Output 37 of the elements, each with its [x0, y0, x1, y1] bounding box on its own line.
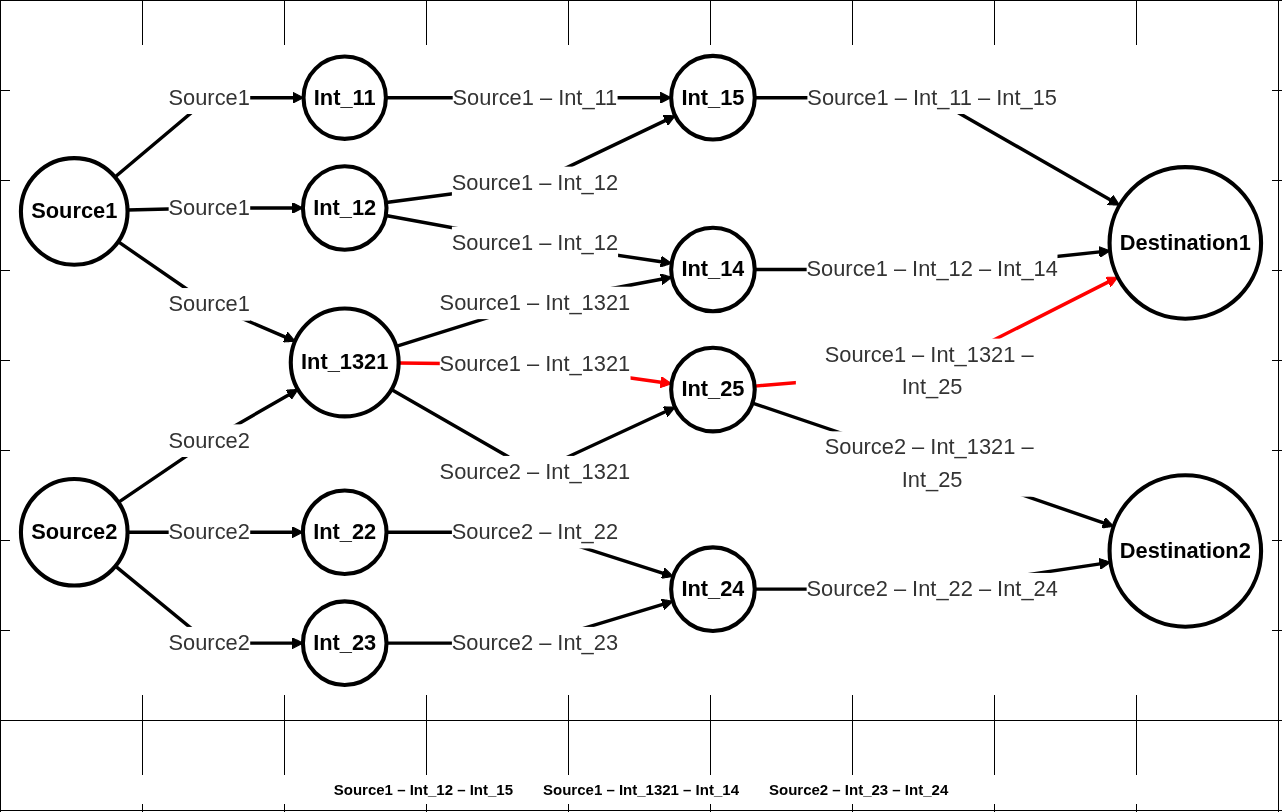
node-circle: Int_12: [300, 163, 389, 252]
node-circle: Int_24: [669, 544, 757, 633]
edge-label: Source1 – Int_12: [451, 230, 619, 254]
node-circle: Destination2: [1107, 472, 1264, 629]
edge-label: Source2 – Int_22 – Int_24: [806, 576, 1058, 600]
arrow: [117, 388, 299, 504]
edge-label: Source1: [168, 195, 250, 219]
node-circle: Source1: [18, 155, 130, 267]
node-circle: Int_25: [669, 345, 757, 433]
node-circle: Source2: [18, 476, 130, 588]
edge-label: Source2: [168, 428, 250, 452]
edge-label: Source2 – Int_22: [451, 519, 619, 543]
node-circle: Int_15: [669, 53, 757, 142]
node-circle: Int_11: [301, 54, 388, 141]
node-circle: Int_14: [669, 225, 757, 313]
edge-label: Source1 – Int_1321: [439, 290, 631, 314]
edge-label: Source1: [168, 291, 250, 315]
edge-label: Source2 – Int_1321: [439, 459, 631, 483]
edge-label: Source2 – Int_1321 – Int_25: [824, 434, 1034, 491]
arrow: [117, 239, 296, 343]
edge-label: Source1: [168, 85, 250, 109]
edge-label: Source1 – Int_11 – Int_15: [807, 85, 1057, 109]
node-circle: Int_1321: [288, 306, 401, 419]
path-note: Source1 – Int_12 – Int_15: [333, 781, 514, 798]
edge-label: Source2: [168, 519, 250, 543]
edge-label: Source2: [168, 630, 250, 654]
edge-label: Source1 – Int_1321 – Int_25: [824, 342, 1034, 399]
path-note: Source1 – Int_1321 – Int_14: [543, 781, 739, 798]
node-circle: Int_23: [300, 598, 389, 687]
node-circle: Destination1: [1107, 164, 1264, 321]
edge-label: Source1 – Int_12: [451, 170, 619, 194]
edge-label: Source1 – Int_1321: [439, 351, 631, 375]
edge-label: Source1 – Int_12 – Int_14: [806, 256, 1058, 280]
edge-label: Source1 – Int_11: [452, 85, 618, 109]
node-circle: Int_22: [300, 488, 389, 576]
edge-label: Source2 – Int_23: [451, 630, 619, 654]
path-note: Source2 – Int_23 – Int_24: [768, 781, 949, 798]
